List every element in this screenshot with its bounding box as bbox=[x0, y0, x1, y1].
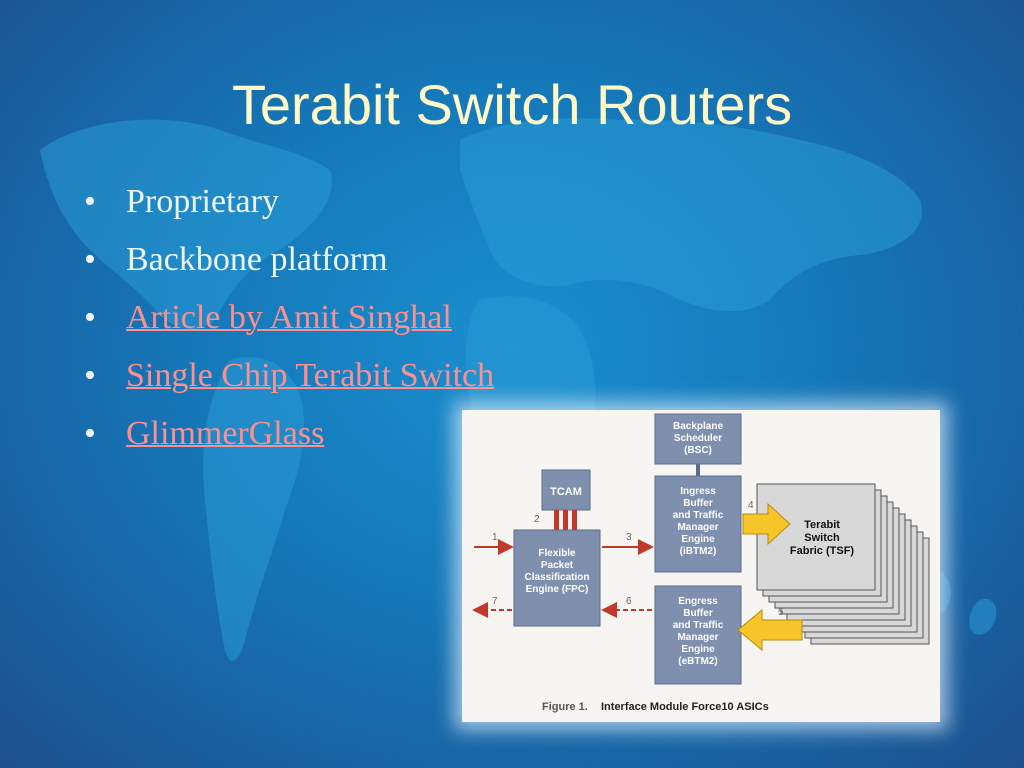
figure-caption-text: Interface Module Force10 ASICs bbox=[601, 701, 769, 713]
bullet-dot: • bbox=[84, 299, 96, 336]
slide-title: Terabit Switch Routers bbox=[231, 73, 793, 136]
ebtm-label-2: Buffer bbox=[683, 608, 713, 619]
ebtm-label-3: and Traffic bbox=[673, 620, 724, 631]
ibtm-label-1: Ingress bbox=[680, 486, 716, 497]
ibtm-label-3: and Traffic bbox=[673, 510, 724, 521]
flow-number-5: 5 bbox=[778, 607, 784, 618]
bsc-label-1: Backplane bbox=[673, 421, 723, 432]
ebtm-block: Engress Buffer and Traffic Manager Engin… bbox=[654, 585, 742, 685]
egress-arrow-icon bbox=[737, 608, 803, 652]
tcam-label: TCAM bbox=[550, 486, 582, 498]
ebtm-label-5: Engine bbox=[681, 644, 715, 655]
flow-number-6: 6 bbox=[626, 596, 632, 607]
fpc-block: Flexible Packet Classification Engine (F… bbox=[513, 529, 601, 627]
tsf-stack: Terabit Switch Fabric (TSF) bbox=[756, 483, 930, 645]
bullet-text: Proprietary bbox=[126, 183, 279, 220]
bullet-dot: • bbox=[84, 241, 96, 278]
ibtm-label-6: (iBTM2) bbox=[680, 546, 717, 557]
flow-number-7: 7 bbox=[492, 596, 498, 607]
bullet-dot: • bbox=[84, 415, 96, 452]
flow-number-2: 2 bbox=[534, 514, 540, 525]
fpc-label-1: Flexible bbox=[538, 548, 576, 559]
single-chip-link[interactable]: Single Chip Terabit Switch bbox=[126, 357, 495, 394]
flow-number-1: 1 bbox=[492, 532, 498, 543]
bullet-item-glimmerglass-link: • GlimmerGlass bbox=[84, 410, 494, 468]
tsf-label-3: Fabric (TSF) bbox=[790, 545, 855, 557]
bsc-block: Backplane Scheduler (BSC) bbox=[654, 413, 742, 465]
bsc-label-3: (BSC) bbox=[684, 445, 712, 456]
fpc-label-3: Classification bbox=[524, 572, 589, 583]
ebtm-label-4: Manager bbox=[677, 632, 718, 643]
fpc-label-2: Packet bbox=[541, 560, 574, 571]
ibtm-label-5: Engine bbox=[681, 534, 715, 545]
ebtm-label-6: (eBTM2) bbox=[678, 656, 717, 667]
bullet-list: • Proprietary • Backbone platform • Arti… bbox=[84, 178, 494, 468]
bullet-dot: • bbox=[84, 357, 96, 394]
asic-diagram-figure: Backplane Scheduler (BSC) TCAM 2 Flexibl… bbox=[462, 410, 940, 722]
flow-number-3: 3 bbox=[626, 532, 632, 543]
ibtm-label-2: Buffer bbox=[683, 498, 713, 509]
bullet-item-article-link: • Article by Amit Singhal bbox=[84, 294, 494, 352]
ingress-arrow-icon bbox=[742, 502, 791, 546]
figure-caption-prefix: Figure 1. bbox=[542, 701, 588, 713]
tsf-label-2: Switch bbox=[804, 532, 840, 544]
ebtm-label-1: Engress bbox=[678, 596, 718, 607]
article-link[interactable]: Article by Amit Singhal bbox=[126, 299, 452, 336]
bullet-item-proprietary: • Proprietary bbox=[84, 178, 494, 236]
bullet-text: Backbone platform bbox=[126, 241, 388, 278]
flow-number-4: 4 bbox=[748, 500, 754, 511]
glimmerglass-link[interactable]: GlimmerGlass bbox=[126, 415, 325, 452]
bsc-label-2: Scheduler bbox=[674, 433, 722, 444]
tcam-block: TCAM bbox=[541, 469, 591, 530]
bullet-dot: • bbox=[84, 183, 96, 220]
ibtm-block: Ingress Buffer and Traffic Manager Engin… bbox=[654, 475, 742, 573]
bullet-item-backbone-platform: • Backbone platform bbox=[84, 236, 494, 294]
tsf-label-1: Terabit bbox=[804, 519, 840, 531]
ibtm-label-4: Manager bbox=[677, 522, 718, 533]
bullet-item-single-chip-link: • Single Chip Terabit Switch bbox=[84, 352, 494, 410]
fpc-label-4: Engine (FPC) bbox=[526, 584, 589, 595]
